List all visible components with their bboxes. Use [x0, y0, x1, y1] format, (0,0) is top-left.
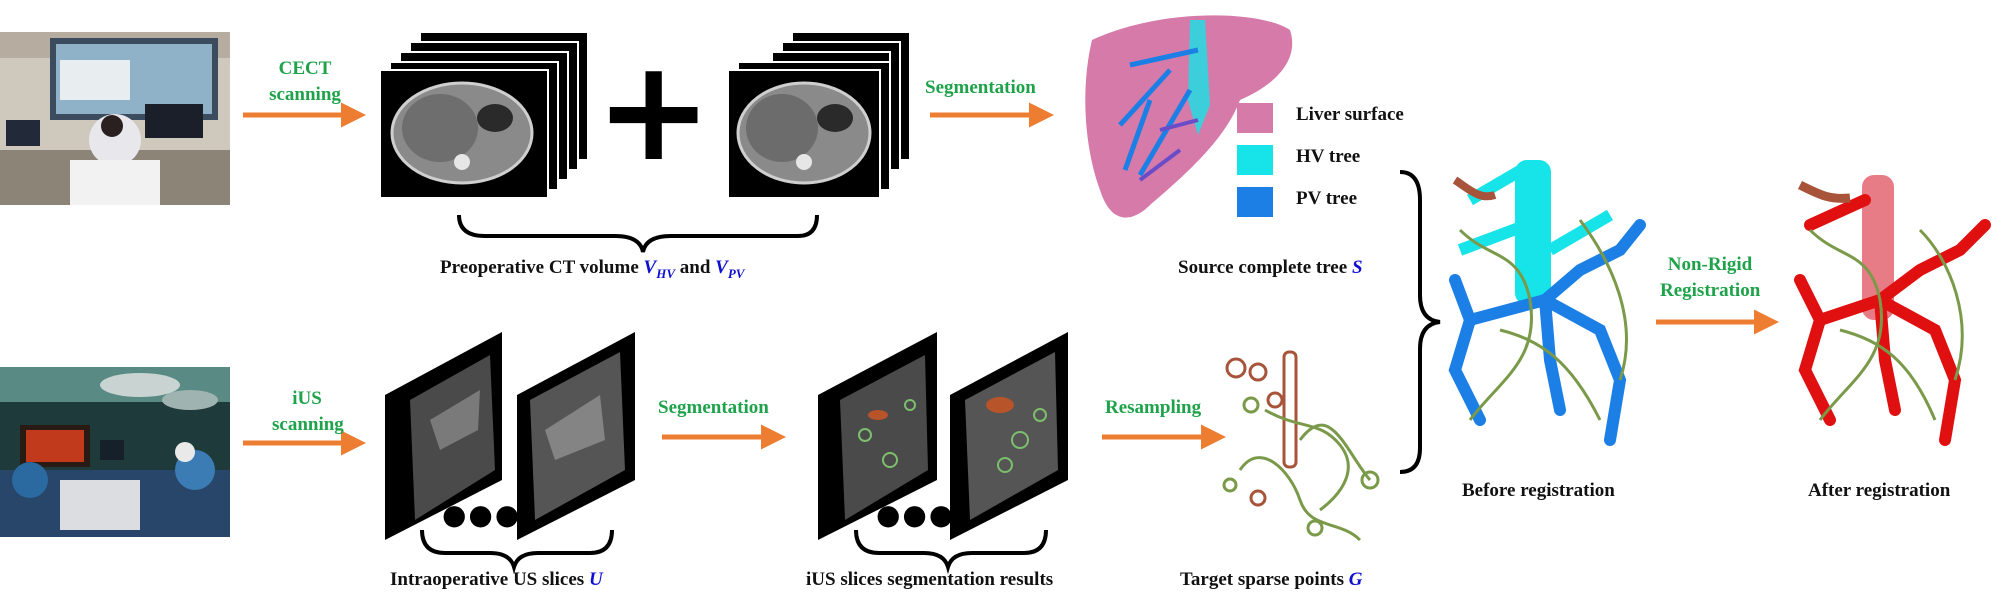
step-segmentation-top: Segmentation — [925, 77, 1036, 98]
legend-label-pv-tree: PV tree — [1296, 188, 1358, 209]
legend-label-hv-tree: HV tree — [1296, 146, 1361, 167]
segmented-us-slice-2 — [950, 332, 1068, 540]
hv-tree-swatch — [1237, 145, 1273, 175]
brace-ct-volume — [457, 214, 819, 253]
plus-symbol: + — [595, 30, 713, 193]
step-segmentation-bottom: Segmentation — [658, 397, 769, 418]
legend-label-liver-surface: Liver surface — [1296, 104, 1404, 125]
caption-target-points: Target sparse points G — [1180, 569, 1363, 590]
ellipsis-seg: ●●● — [876, 498, 956, 531]
caption-intraop-us: Intraoperative US slices U — [390, 569, 603, 590]
brace-combine — [1399, 170, 1441, 474]
step-resampling: Resampling — [1105, 397, 1202, 418]
ellipsis-us: ●●● — [442, 498, 522, 531]
brace-seg-results — [854, 529, 1048, 575]
caption-seg-results: iUS slices segmentation results — [806, 569, 1054, 590]
brace-us-slices — [420, 529, 614, 575]
step-non-rigid-registration: Non-Rigid Registration — [1660, 254, 1761, 301]
caption-after-registration: After registration — [1808, 480, 1951, 501]
liver-surface-swatch — [1237, 103, 1273, 133]
step-cect-scanning: CECT scanning — [269, 58, 341, 105]
pv-tree-swatch — [1237, 187, 1273, 217]
caption-preop-ct: Preoperative CT volume VHV and VPV — [440, 257, 745, 281]
caption-before-registration: Before registration — [1462, 480, 1615, 501]
caption-source-tree: Source complete tree S — [1178, 257, 1363, 278]
intraop-us-slice-2 — [517, 332, 635, 540]
step-ius-scanning: iUS scanning — [272, 388, 344, 435]
